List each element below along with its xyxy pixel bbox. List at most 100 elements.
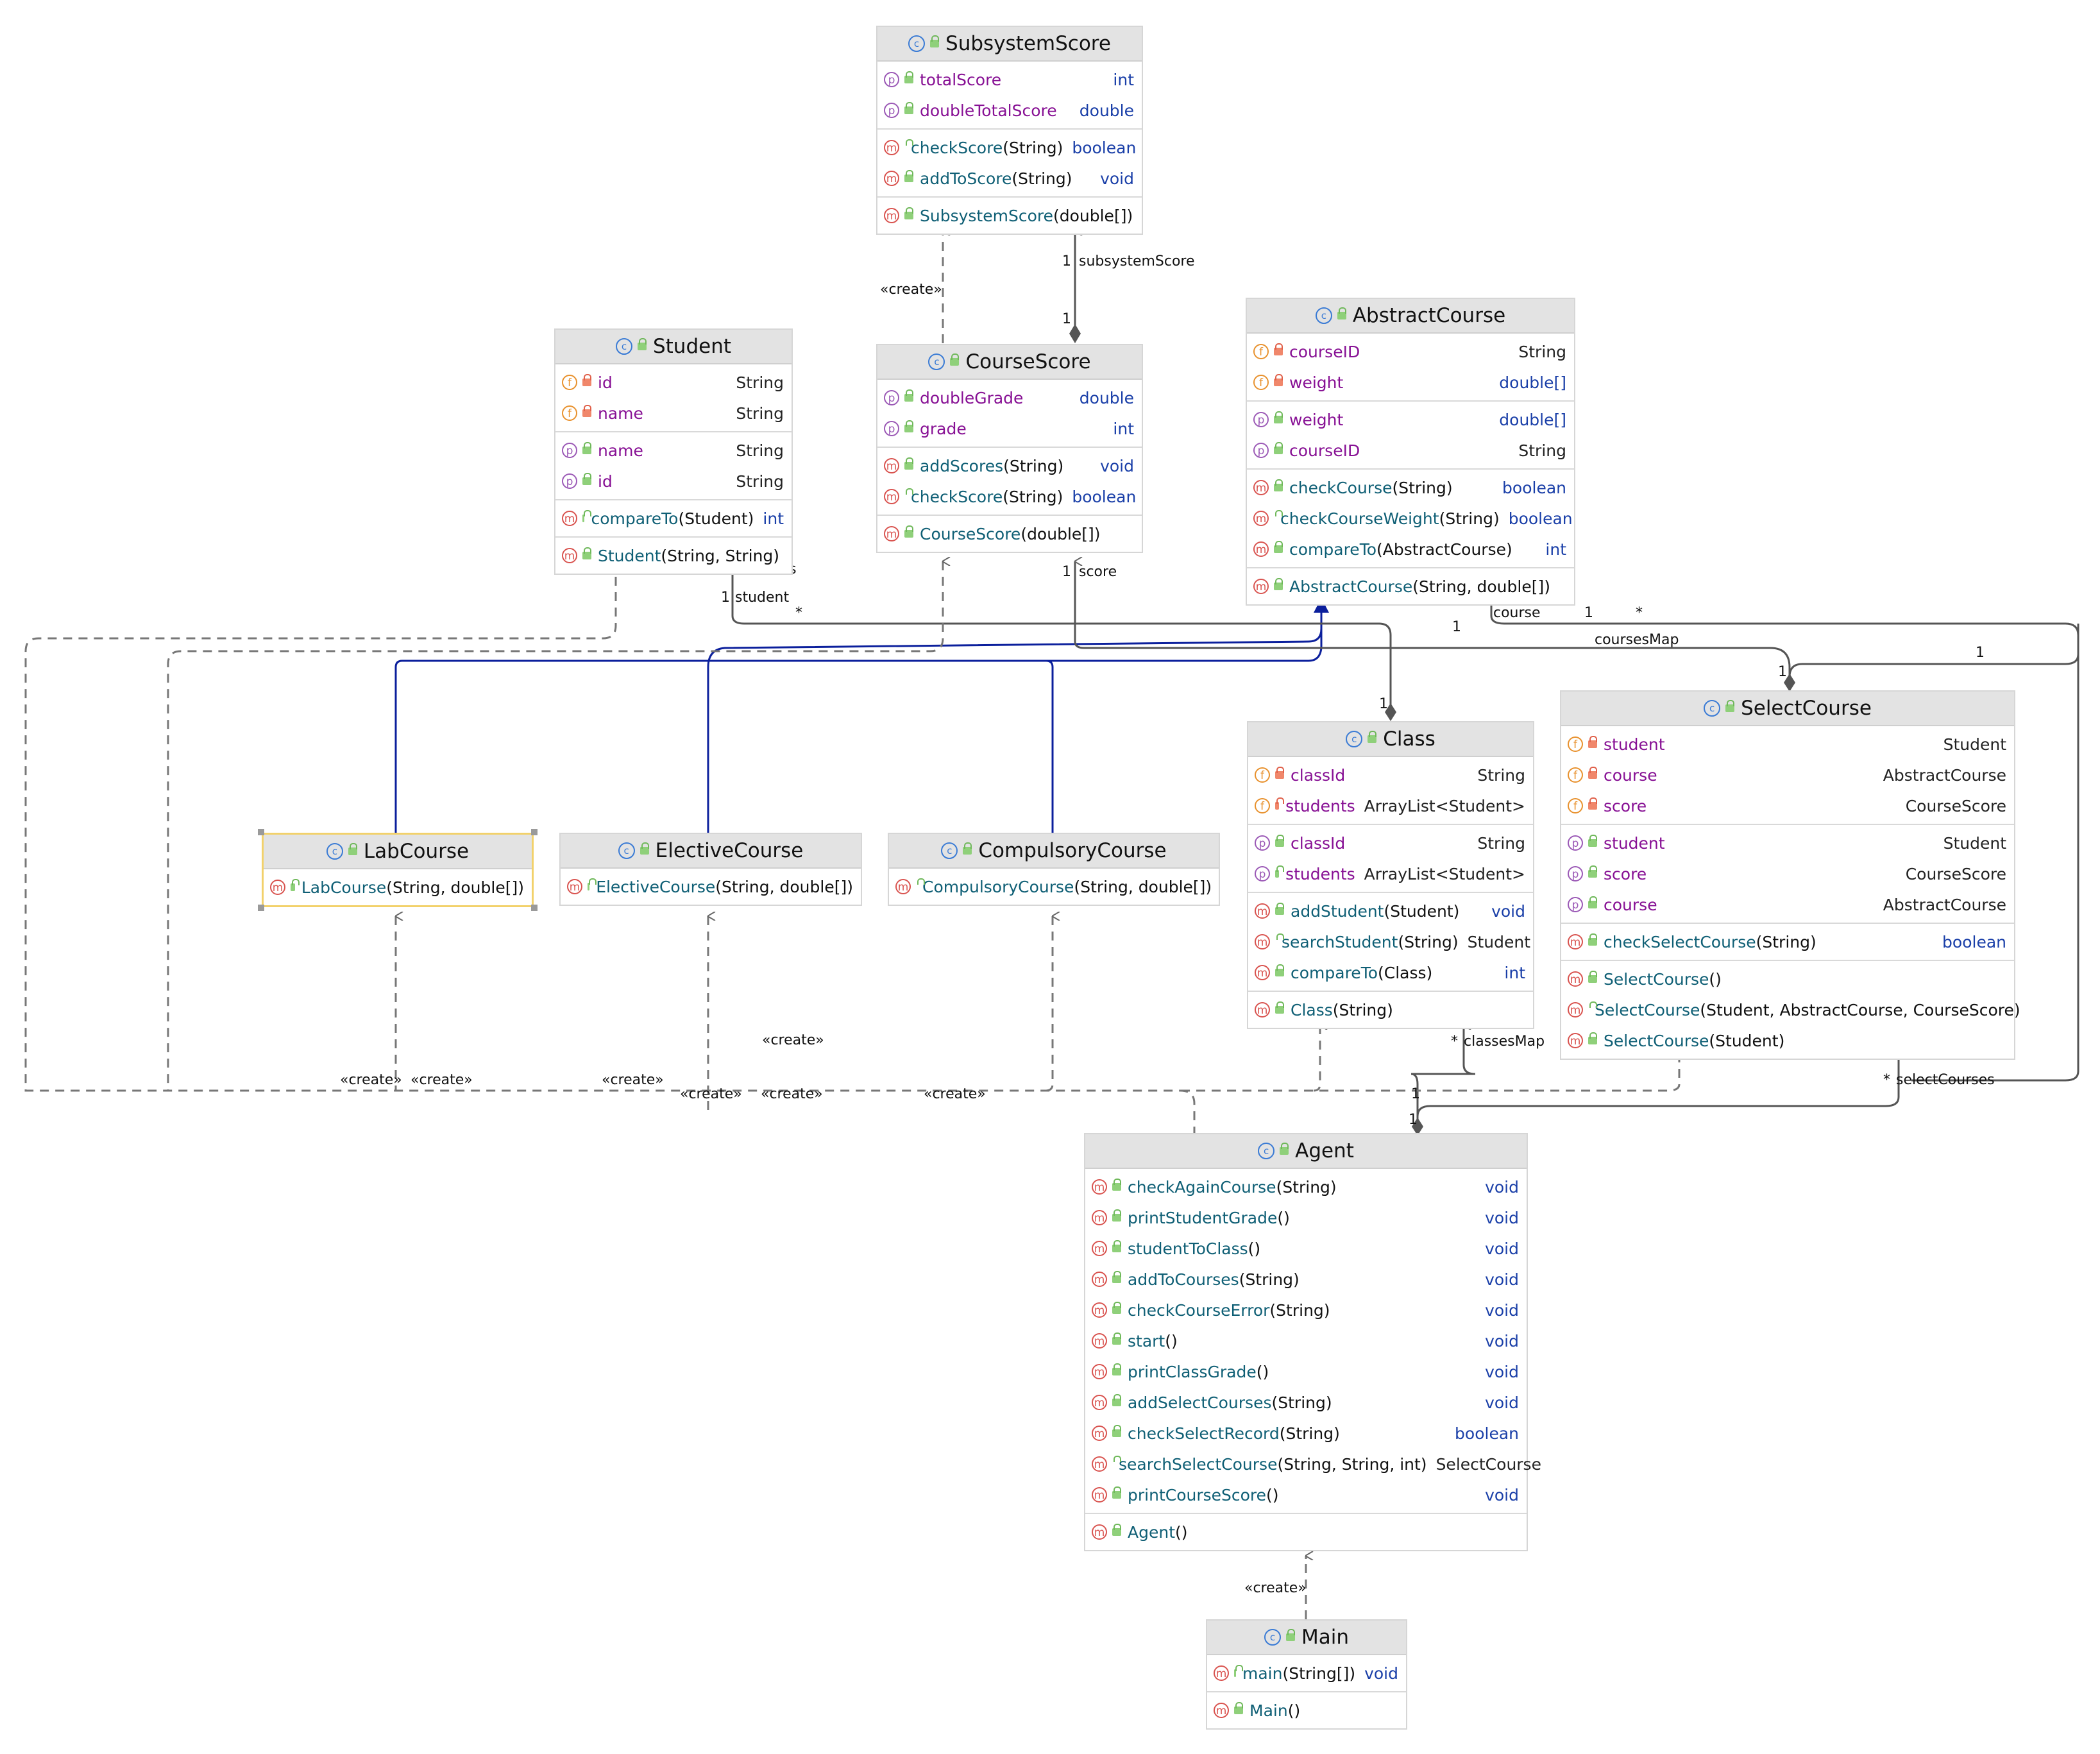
public-lock-icon xyxy=(1112,1425,1121,1437)
member-name: compareTo(Student) xyxy=(591,509,754,528)
member-params: (String) xyxy=(1003,456,1064,475)
selection-handle[interactable] xyxy=(531,905,538,911)
member-params: (String) xyxy=(1012,169,1072,188)
method-icon: m xyxy=(884,489,899,504)
label-create-4: «create» xyxy=(602,1072,664,1088)
selection-handle[interactable] xyxy=(258,905,264,911)
member-name-text: addToCourses xyxy=(1128,1270,1239,1289)
label-create-5: «create» xyxy=(680,1086,742,1102)
property-icon: p xyxy=(884,103,899,118)
member-name: Main() xyxy=(1249,1701,1398,1720)
selection-handle[interactable] xyxy=(531,829,538,835)
label-mult-score-1: 1 xyxy=(1062,564,1071,580)
field-icon: f xyxy=(1568,798,1583,813)
method-icon: m xyxy=(884,458,899,473)
selection-handle[interactable] xyxy=(258,829,264,835)
assoc-agent-class xyxy=(1410,1025,1476,1116)
